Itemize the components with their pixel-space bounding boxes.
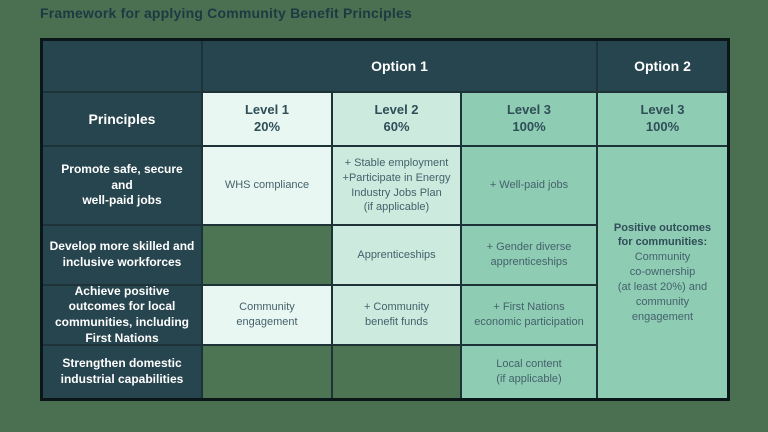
option2-header: Option 2 (598, 41, 727, 91)
principles-header: Principles (43, 93, 201, 145)
option2-outcome-heading: Positive outcomes for communities: (613, 221, 712, 249)
level2-header: Level 2 60% (333, 93, 460, 145)
principle-industrial-capabilities: Strengthen domestic industrial capabilit… (43, 346, 201, 398)
empty-cell-r4-level2 (333, 346, 460, 398)
principle-skilled-workforces: Develop more skilled and inclusive workf… (43, 226, 201, 284)
matrix-cell-r1-level3: + Well-paid jobs (462, 147, 596, 224)
option2-level3-header: Level 3 100% (598, 93, 727, 145)
framework-table: Option 1 Option 2 Principles Level 1 20%… (40, 38, 730, 401)
matrix-cell-r2-level3: + Gender diverse apprenticeships (462, 226, 596, 284)
matrix-cell-r2-level2: Apprenticeships (333, 226, 460, 284)
matrix-cell-r3-level3: + First Nations economic participation (462, 286, 596, 344)
matrix-cell-r1-level2: + Stable employment +Participate in Ener… (333, 147, 460, 224)
option1-header: Option 1 (203, 41, 596, 91)
level3-header: Level 3 100% (462, 93, 596, 145)
option2-outcome-body: Community co-ownership (at least 20%) an… (617, 251, 708, 323)
level1-header: Level 1 20% (203, 93, 331, 145)
corner-empty-cell (43, 41, 201, 91)
empty-cell-r2-level1 (203, 226, 331, 284)
page-title: Framework for applying Community Benefit… (40, 5, 412, 21)
matrix-cell-r1-level1: WHS compliance (203, 147, 331, 224)
option2-outcome-cell: Positive outcomes for communities: Commu… (598, 147, 727, 398)
matrix-cell-r3-level2: + Community benefit funds (333, 286, 460, 344)
matrix-cell-r4-level3: Local content (if applicable) (462, 346, 596, 398)
principle-safe-jobs: Promote safe, secure and well-paid jobs (43, 147, 201, 224)
matrix-cell-r3-level1: Community engagement (203, 286, 331, 344)
principle-local-communities: Achieve positive outcomes for local comm… (43, 284, 201, 345)
empty-cell-r4-level1 (203, 346, 331, 398)
